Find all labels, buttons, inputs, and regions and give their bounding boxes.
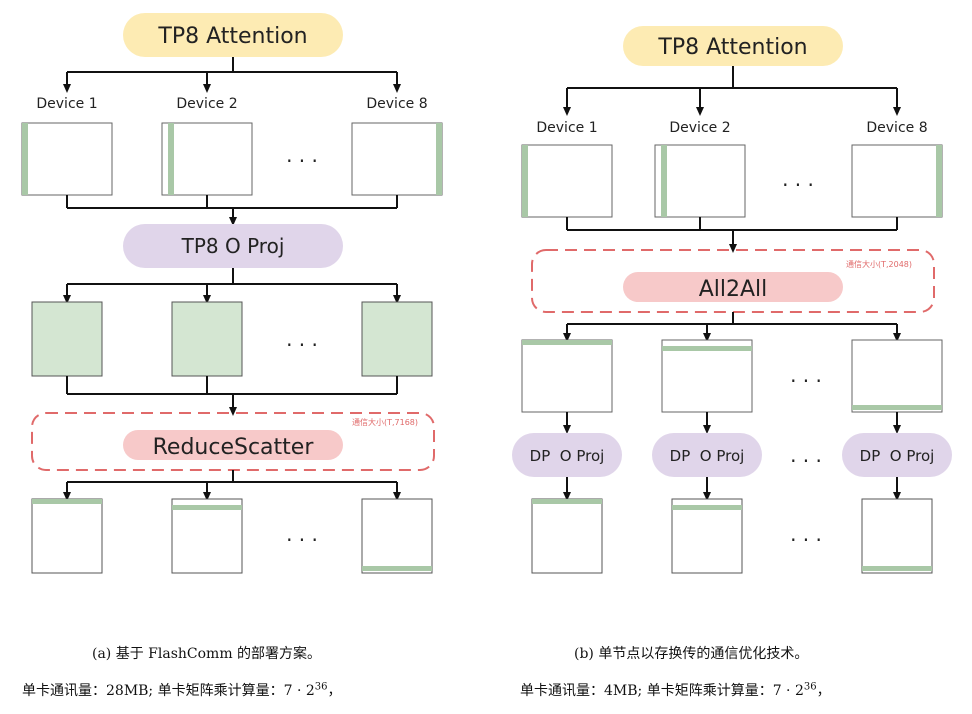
dp-o-proj-pill-2 bbox=[652, 433, 762, 477]
device-box-1-b bbox=[521, 144, 613, 218]
gathered-box-2-b bbox=[661, 339, 753, 413]
device-8-label-a: Device 8 bbox=[366, 96, 427, 112]
device-box-1-a bbox=[21, 122, 113, 196]
dp-o-proj-label-8: DP O Proj bbox=[860, 447, 935, 465]
output-box-2-a bbox=[171, 498, 243, 574]
ellipsis-row3-b: · · · bbox=[790, 449, 822, 473]
all2all-label: All2All bbox=[699, 277, 768, 302]
device-box-2-a bbox=[161, 122, 253, 196]
gathered-box-8-b bbox=[851, 339, 943, 413]
device-box-8-b bbox=[851, 144, 943, 218]
tp8-o-proj-pill-a bbox=[123, 224, 343, 268]
gathered-box-1-b bbox=[521, 339, 613, 413]
tp8-attention-pill-a bbox=[123, 13, 343, 57]
device-1-label-a: Device 1 bbox=[36, 96, 97, 112]
all2all-pill bbox=[623, 272, 843, 302]
device-2-label-a: Device 2 bbox=[176, 96, 237, 112]
comm-note-b: 通信大小(T,2048) bbox=[846, 259, 912, 269]
tp8-attention-label-b: TP8 Attention bbox=[657, 35, 807, 60]
output-box-1-b bbox=[531, 498, 603, 574]
ellipsis-row1-b: · · · bbox=[782, 173, 814, 197]
green-box-2-a bbox=[171, 301, 243, 377]
reducescatter-label: ReduceScatter bbox=[153, 435, 315, 460]
device-box-2-b bbox=[654, 144, 746, 218]
green-box-8-a bbox=[361, 301, 433, 377]
stats-b-text: 单卡通讯量：4MB; 单卡矩阵乘计算量：7 · 2 bbox=[520, 683, 804, 699]
dp-o-proj-label-2: DP O Proj bbox=[670, 447, 745, 465]
tp8-attention-pill-b bbox=[623, 26, 843, 66]
device-box-8-a bbox=[351, 122, 443, 196]
stats-a-exponent: 36 bbox=[314, 681, 328, 693]
ellipsis-row1-a: · · · bbox=[286, 149, 318, 173]
ellipsis-row3-a: · · · bbox=[286, 528, 318, 552]
green-box-1-a bbox=[31, 301, 103, 377]
caption-a: (a) 基于 FlashComm 的部署方案。 bbox=[92, 646, 322, 662]
output-box-8-a bbox=[361, 498, 433, 574]
output-box-8-b bbox=[861, 498, 933, 574]
panel-a: TP8 Attention Device 1 Device 2 Device 8… bbox=[21, 13, 443, 574]
stats-b-exponent: 36 bbox=[803, 681, 817, 693]
output-box-1-a bbox=[31, 498, 103, 574]
device-2-label-b: Device 2 bbox=[669, 120, 730, 136]
stats-a-text: 单卡通讯量：28MB; 单卡矩阵乘计算量：7 · 2 bbox=[22, 683, 315, 699]
caption-b: (b) 单节点以存换传的通信优化技术。 bbox=[574, 646, 809, 662]
ellipsis-row2-a: · · · bbox=[286, 333, 318, 357]
dp-o-proj-pill-8 bbox=[842, 433, 952, 477]
device-1-label-b: Device 1 bbox=[536, 120, 597, 136]
output-box-2-b bbox=[671, 498, 743, 574]
reducescatter-pill bbox=[123, 430, 343, 460]
stats-b-suffix: ， bbox=[816, 683, 831, 699]
stats-b: 单卡通讯量：4MB; 单卡矩阵乘计算量：7 · 236， bbox=[520, 680, 831, 700]
stats-a-suffix: ， bbox=[327, 683, 342, 699]
device-8-label-b: Device 8 bbox=[866, 120, 927, 136]
tp8-attention-label-a: TP8 Attention bbox=[157, 24, 307, 49]
dp-o-proj-pill-1 bbox=[512, 433, 622, 477]
diagram-canvas: TP8 Attention Device 1 Device 2 Device 8… bbox=[21, 13, 952, 574]
panel-b: TP8 Attention Device 1 Device 2 Device 8… bbox=[512, 26, 952, 574]
ellipsis-row4-b: · · · bbox=[790, 528, 822, 552]
stats-a: 单卡通讯量：28MB; 单卡矩阵乘计算量：7 · 236， bbox=[22, 680, 342, 700]
comm-note-a: 通信大小(T,7168) bbox=[352, 417, 418, 427]
tp8-o-proj-label-a: TP8 O Proj bbox=[181, 234, 285, 258]
dp-o-proj-label-1: DP O Proj bbox=[530, 447, 605, 465]
ellipsis-row2-b: · · · bbox=[790, 369, 822, 393]
